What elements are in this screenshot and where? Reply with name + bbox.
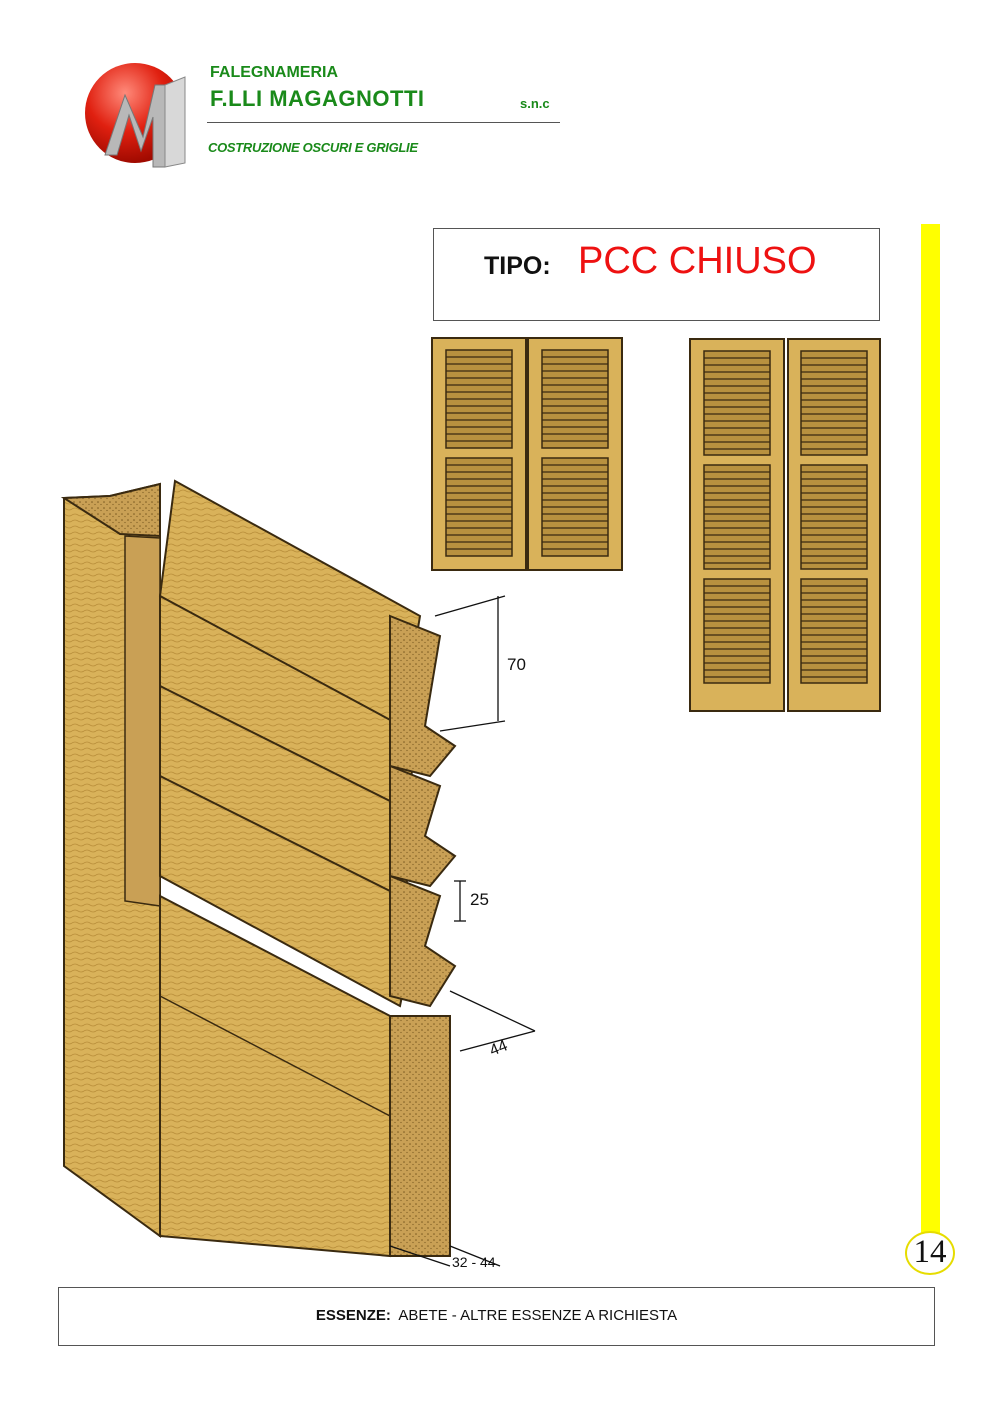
footer-label: ESSENZE: — [315, 1307, 391, 1324]
page-number-circle — [905, 1231, 955, 1275]
page-number: 14 — [913, 1234, 947, 1270]
dimension-thickness: 32 - 44 — [452, 1254, 496, 1270]
side-accent-bar — [921, 224, 940, 1234]
title-label: TIPO: — [484, 252, 551, 280]
title-value: PCC CHIUSO — [578, 240, 817, 282]
dimension-louvre-height: 70 — [507, 655, 526, 674]
company-tagline: COSTRUZIONE OSCURI E GRIGLIE — [208, 140, 418, 155]
shutter-tall-illustration — [689, 338, 881, 712]
company-suffix: s.n.c — [520, 96, 550, 111]
dimension-louvre-gap: 25 — [470, 890, 489, 909]
footer-value: ABETE - ALTRE ESSENZE A RICHIESTA — [398, 1307, 678, 1324]
title-box — [433, 228, 880, 321]
cross-section-illustration — [60, 479, 536, 1267]
company-line1: FALEGNAMERIA — [210, 64, 338, 81]
footer-box — [58, 1287, 935, 1346]
company-logo — [85, 63, 186, 168]
shutter-short-illustration — [431, 337, 623, 571]
footer-text: ESSENZE: ABETE - ALTRE ESSENZE A RICHIES… — [58, 1307, 935, 1324]
company-name: F.LLI MAGAGNOTTI — [210, 86, 425, 111]
header-divider — [207, 122, 560, 123]
